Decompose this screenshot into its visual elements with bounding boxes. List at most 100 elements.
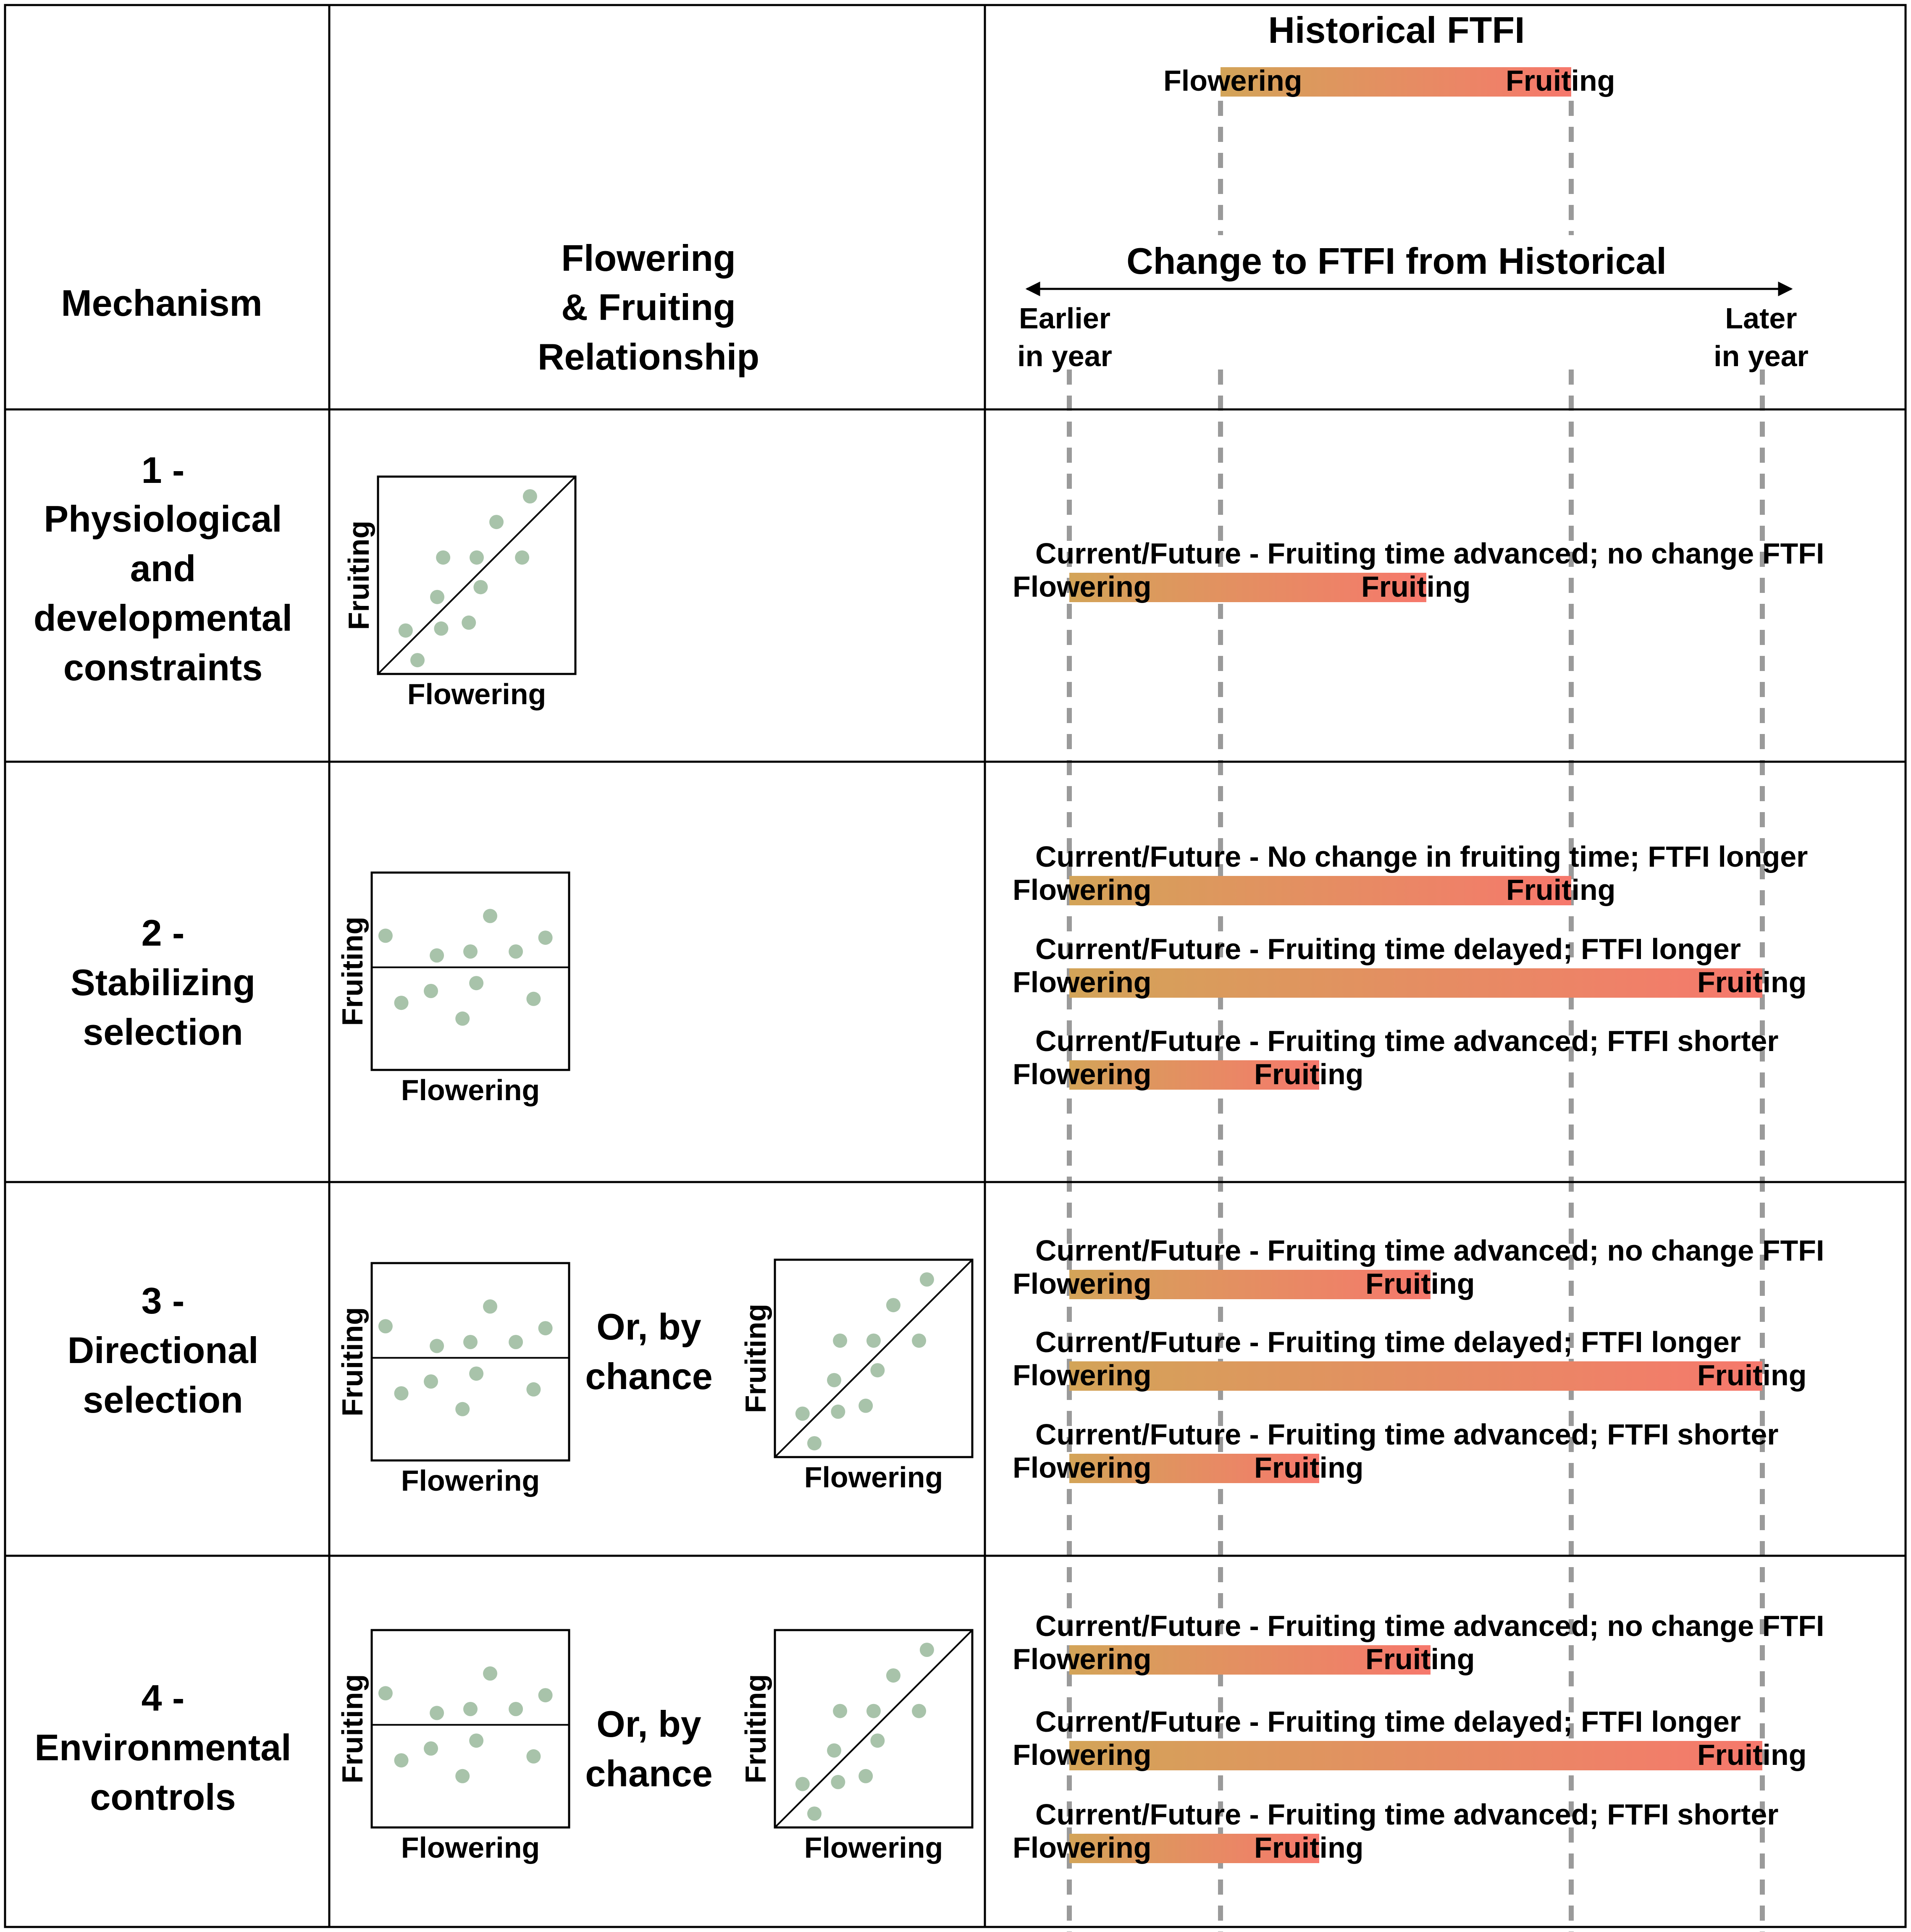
scatter-point xyxy=(424,1374,438,1389)
scatter-point xyxy=(866,1704,881,1718)
bar-flowering-label: Flowering xyxy=(1013,1359,1152,1392)
historical-fruiting-label: Fruiting xyxy=(1506,64,1615,97)
header-relationship-line-1: Flowering xyxy=(561,237,736,279)
scatter-point xyxy=(870,1363,885,1378)
bar-fruiting-label: Fruiting xyxy=(1697,1738,1806,1771)
scatter-point xyxy=(430,1339,444,1353)
scenario-label: Current/Future - Fruiting time delayed; … xyxy=(1035,933,1741,965)
scatter-point xyxy=(919,1643,934,1657)
later-label-line-1: Later xyxy=(1725,302,1797,335)
scatter-point xyxy=(919,1272,934,1287)
scatter-point xyxy=(886,1298,900,1313)
header-mechanism: Mechanism xyxy=(61,282,262,324)
scenario-label: Current/Future - Fruiting time advanced;… xyxy=(1035,1234,1824,1267)
bar-flowering-label: Flowering xyxy=(1013,873,1152,906)
earlier-label-line-1: Earlier xyxy=(1019,302,1110,335)
scenario-label: Current/Future - Fruiting time advanced;… xyxy=(1035,1418,1779,1451)
mechanism-4-line-2: Environmental xyxy=(34,1727,291,1768)
scatter-point xyxy=(430,590,444,604)
change-title: Change to FTFI from Historical xyxy=(1126,240,1667,282)
scatter-point xyxy=(831,1775,845,1789)
bar-flowering-label: Flowering xyxy=(1013,1831,1152,1864)
scatter-x-label: Flowering xyxy=(804,1831,943,1864)
scatter-point xyxy=(538,1688,553,1703)
scatter-point xyxy=(455,1769,470,1783)
historical-title: Historical FTFI xyxy=(1268,9,1525,51)
mechanism-row-2: 2 - Stabilizing selection FloweringFruit… xyxy=(71,840,1808,1106)
scatter-y-label: Fruiting xyxy=(739,1674,772,1783)
mechanism-2-line-2: Stabilizing xyxy=(71,962,255,1003)
scatter-frame xyxy=(370,1262,570,1462)
bar-flowering-label: Flowering xyxy=(1013,1058,1152,1091)
mechanism-1-line-3: and xyxy=(130,548,196,589)
mechanism-1-line-2: Physiological xyxy=(44,498,282,540)
scatter-point xyxy=(424,984,438,998)
header-row: Mechanism Flowering & Fruiting Relations… xyxy=(61,9,1808,377)
scenario-bar-group: Current/Future - Fruiting time delayed; … xyxy=(1013,1326,1806,1392)
bar-fruiting-label: Fruiting xyxy=(1254,1831,1363,1864)
scatter-point xyxy=(807,1806,822,1821)
ftfi-bar xyxy=(1069,1645,1431,1675)
scatter-point xyxy=(509,944,523,959)
scatter-point xyxy=(398,623,413,638)
scatter-point xyxy=(831,1404,845,1419)
scatter-point xyxy=(526,991,541,1006)
header-relationship-line-3: Relationship xyxy=(538,336,759,377)
scatter-point xyxy=(483,1299,497,1314)
scatter-point xyxy=(538,931,553,945)
or-by-chance-3-line-2: chance xyxy=(585,1355,712,1397)
scatter-x-label: Flowering xyxy=(401,1074,540,1106)
scatter-point xyxy=(833,1704,848,1718)
scatter-point xyxy=(870,1733,885,1748)
bar-fruiting-label: Fruiting xyxy=(1697,966,1806,999)
mechanism-1-line-5: constraints xyxy=(63,647,262,688)
ftfi-bar xyxy=(1069,1060,1319,1090)
scatter-point xyxy=(807,1436,822,1451)
mechanism-4-line-3: controls xyxy=(90,1776,236,1818)
scatter-y-label: Fruiting xyxy=(336,917,369,1026)
scenario-bar-group: Current/Future - Fruiting time advanced;… xyxy=(1013,1798,1779,1864)
scatter-flat-2: Flowering Fruiting xyxy=(336,871,570,1106)
scatter-point xyxy=(827,1373,841,1387)
scenario-bar-group: Current/Future - Fruiting time advanced;… xyxy=(1013,1610,1824,1675)
mechanism-row-3: 3 - Directional selection FloweringFruit… xyxy=(68,1234,1824,1497)
scatter-point xyxy=(462,615,476,630)
scatter-point xyxy=(455,1011,470,1026)
table-border xyxy=(4,4,1907,1928)
table-grid xyxy=(4,4,1907,1928)
scenario-label: Current/Future - Fruiting time advanced;… xyxy=(1035,1610,1824,1642)
bar-fruiting-label: Fruiting xyxy=(1365,1267,1475,1300)
scenario-bar-group: Current/Future - Fruiting time advanced;… xyxy=(1013,1418,1779,1484)
mechanism-4-line-1: 4 - xyxy=(142,1677,185,1719)
scatter-point xyxy=(912,1704,927,1718)
scatter-point xyxy=(509,1335,523,1349)
ftfi-bar xyxy=(1069,1454,1319,1483)
scatter-point xyxy=(455,1402,470,1416)
or-by-chance-3-line-1: Or, by xyxy=(596,1306,701,1347)
ftfi-bar xyxy=(1069,1270,1431,1299)
bar-flowering-label: Flowering xyxy=(1013,966,1152,999)
scatter-x-label: Flowering xyxy=(401,1831,540,1864)
scenarios-row-1: Current/Future - Fruiting time advanced;… xyxy=(1013,537,1824,603)
scatter-point xyxy=(463,1335,478,1349)
mechanism-row-4: 4 - Environmental controls FloweringFrui… xyxy=(34,1610,1824,1864)
bar-fruiting-label: Fruiting xyxy=(1254,1451,1363,1484)
scatter-point xyxy=(858,1769,873,1783)
bar-fruiting-label: Fruiting xyxy=(1506,873,1615,906)
scatter-point xyxy=(469,1733,484,1748)
scatter-point xyxy=(795,1406,810,1421)
scatter-point xyxy=(424,1741,438,1756)
bar-fruiting-label: Fruiting xyxy=(1254,1058,1363,1091)
scenario-bar-group: Current/Future - Fruiting time delayed; … xyxy=(1013,933,1806,999)
bar-flowering-label: Flowering xyxy=(1013,1451,1152,1484)
scatter-x-label: Flowering xyxy=(401,1464,540,1497)
ftfi-bar xyxy=(1069,876,1571,905)
scenario-bar-group: Current/Future - Fruiting time advanced;… xyxy=(1013,1025,1779,1091)
bar-flowering-label: Flowering xyxy=(1013,1738,1152,1771)
scatter-point xyxy=(886,1668,900,1683)
historical-bar: Flowering Fruiting xyxy=(1163,64,1615,97)
